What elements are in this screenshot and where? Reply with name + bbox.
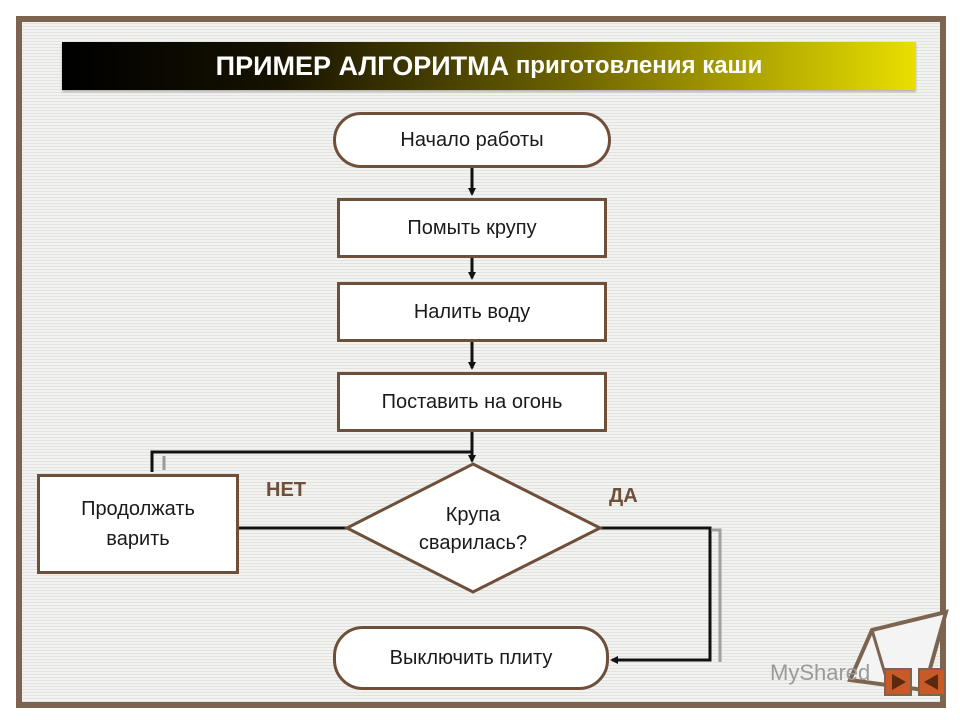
step-wash-grain-label: Помыть крупу [407,216,537,239]
arrow-left-icon [924,674,938,690]
line-decision-yes [600,526,712,664]
start-label: Начало работы [400,128,544,151]
end-terminal: Выключить плиту [333,626,609,690]
label-no: НЕТ [266,479,306,501]
loop-label-line1: Продолжать [81,498,195,520]
decision-text-line2: сварилась? [418,532,528,554]
arrow-right-icon [892,674,906,690]
step-pour-water-label: Налить воду [413,300,531,323]
title-rest: приготовления каши [515,52,763,79]
start-terminal: Начало работы [333,112,611,168]
decision-text-line1: Крупа [445,504,501,526]
end-label: Выключить плиту [389,646,553,669]
step-wash-grain: Помыть крупу [337,198,607,258]
title-banner: ПРИМЕР АЛГОРИТМА приготовления каши [62,42,916,90]
line-decision-yes-shadow [712,528,722,662]
loop-label-line2: варить [106,528,170,550]
label-yes: ДА [609,485,638,507]
prev-arrow-button[interactable] [918,668,946,696]
decision-text: Крупа сварилась? [393,501,553,557]
title-main: ПРИМЕР АЛГОРИТМА [215,50,510,81]
step-put-on-fire: Поставить на огонь [337,372,607,432]
decision-diamond [343,462,604,594]
loop-return-line [150,450,472,472]
loop-continue-cooking: Продолжать варить [37,474,239,574]
step-pour-water: Налить воду [337,282,607,342]
watermark-text: MyShared [770,660,871,685]
next-arrow-button[interactable] [884,668,912,696]
step-put-on-fire-label: Поставить на огонь [381,390,563,413]
